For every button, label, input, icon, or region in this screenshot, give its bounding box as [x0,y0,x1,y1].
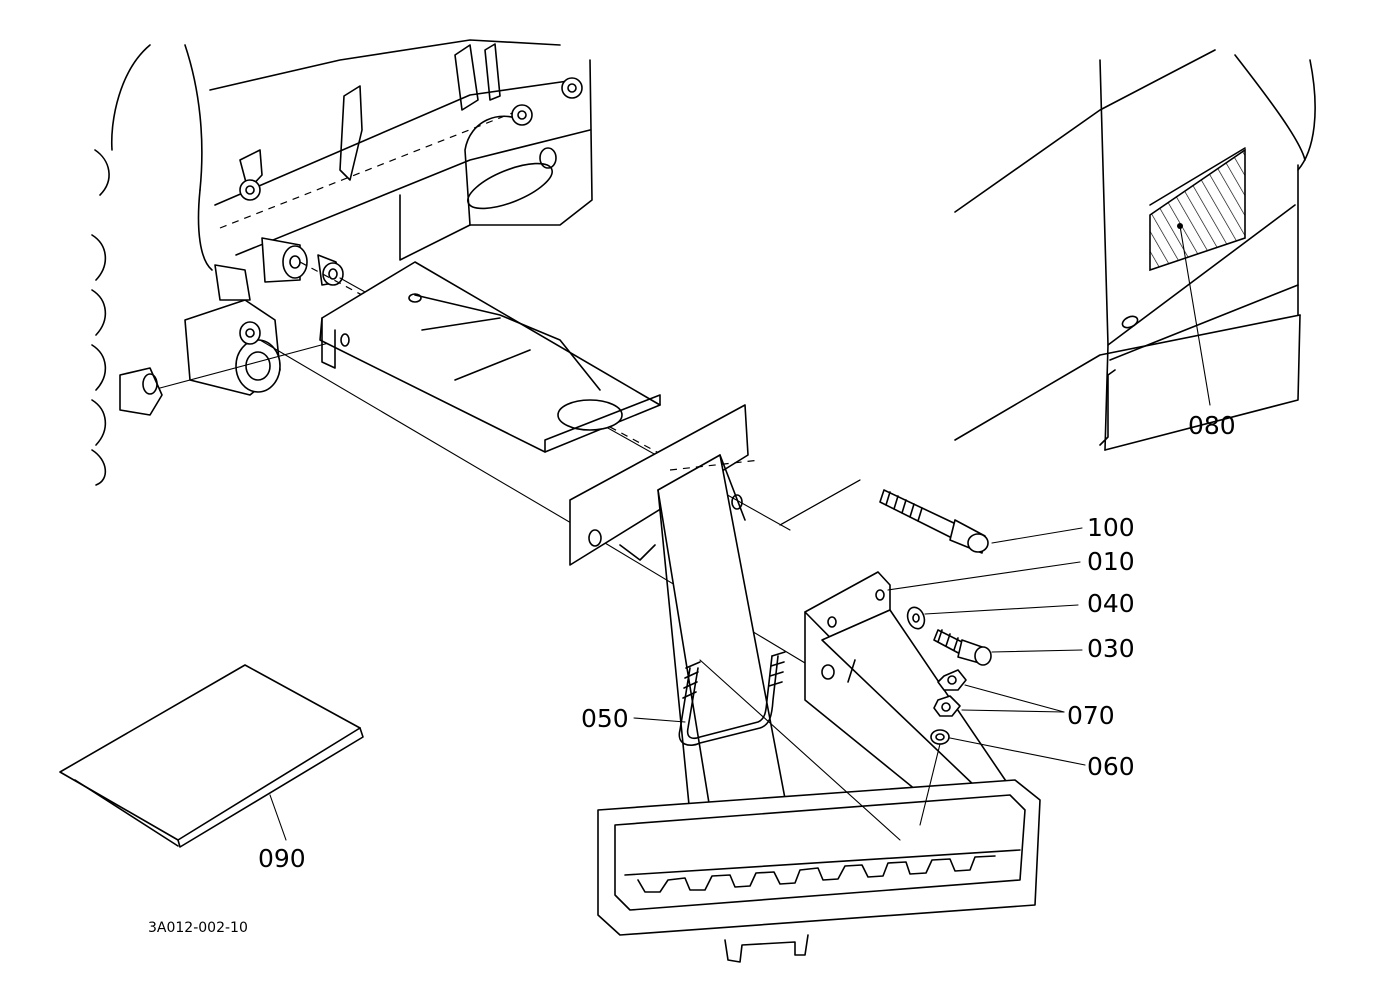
label-040: 040 [1087,589,1135,618]
label-080: 080 [1188,411,1236,440]
leader-lines [633,527,1086,766]
drawing-code: 3A012-002-10 [148,920,248,936]
label-070: 070 [1067,701,1115,730]
label-010: 010 [1087,547,1135,576]
warning-decal-080 [1149,148,1246,272]
operators-manual-090 [59,664,364,848]
step-tread [597,779,1041,963]
label-060: 060 [1087,752,1135,781]
label-050: 050 [581,704,629,733]
bolt-100 [779,479,989,554]
fastener-set [906,606,992,826]
label-090: 090 [258,844,306,873]
part-labels: 100 010 040 030 070 060 050 080 090 3A01… [148,411,1236,936]
step-bracket-plate [319,261,661,453]
fender-panel [954,49,1316,451]
label-030: 030 [1087,634,1135,663]
label-100: 100 [1087,513,1135,542]
u-bolt-050 [678,651,901,841]
